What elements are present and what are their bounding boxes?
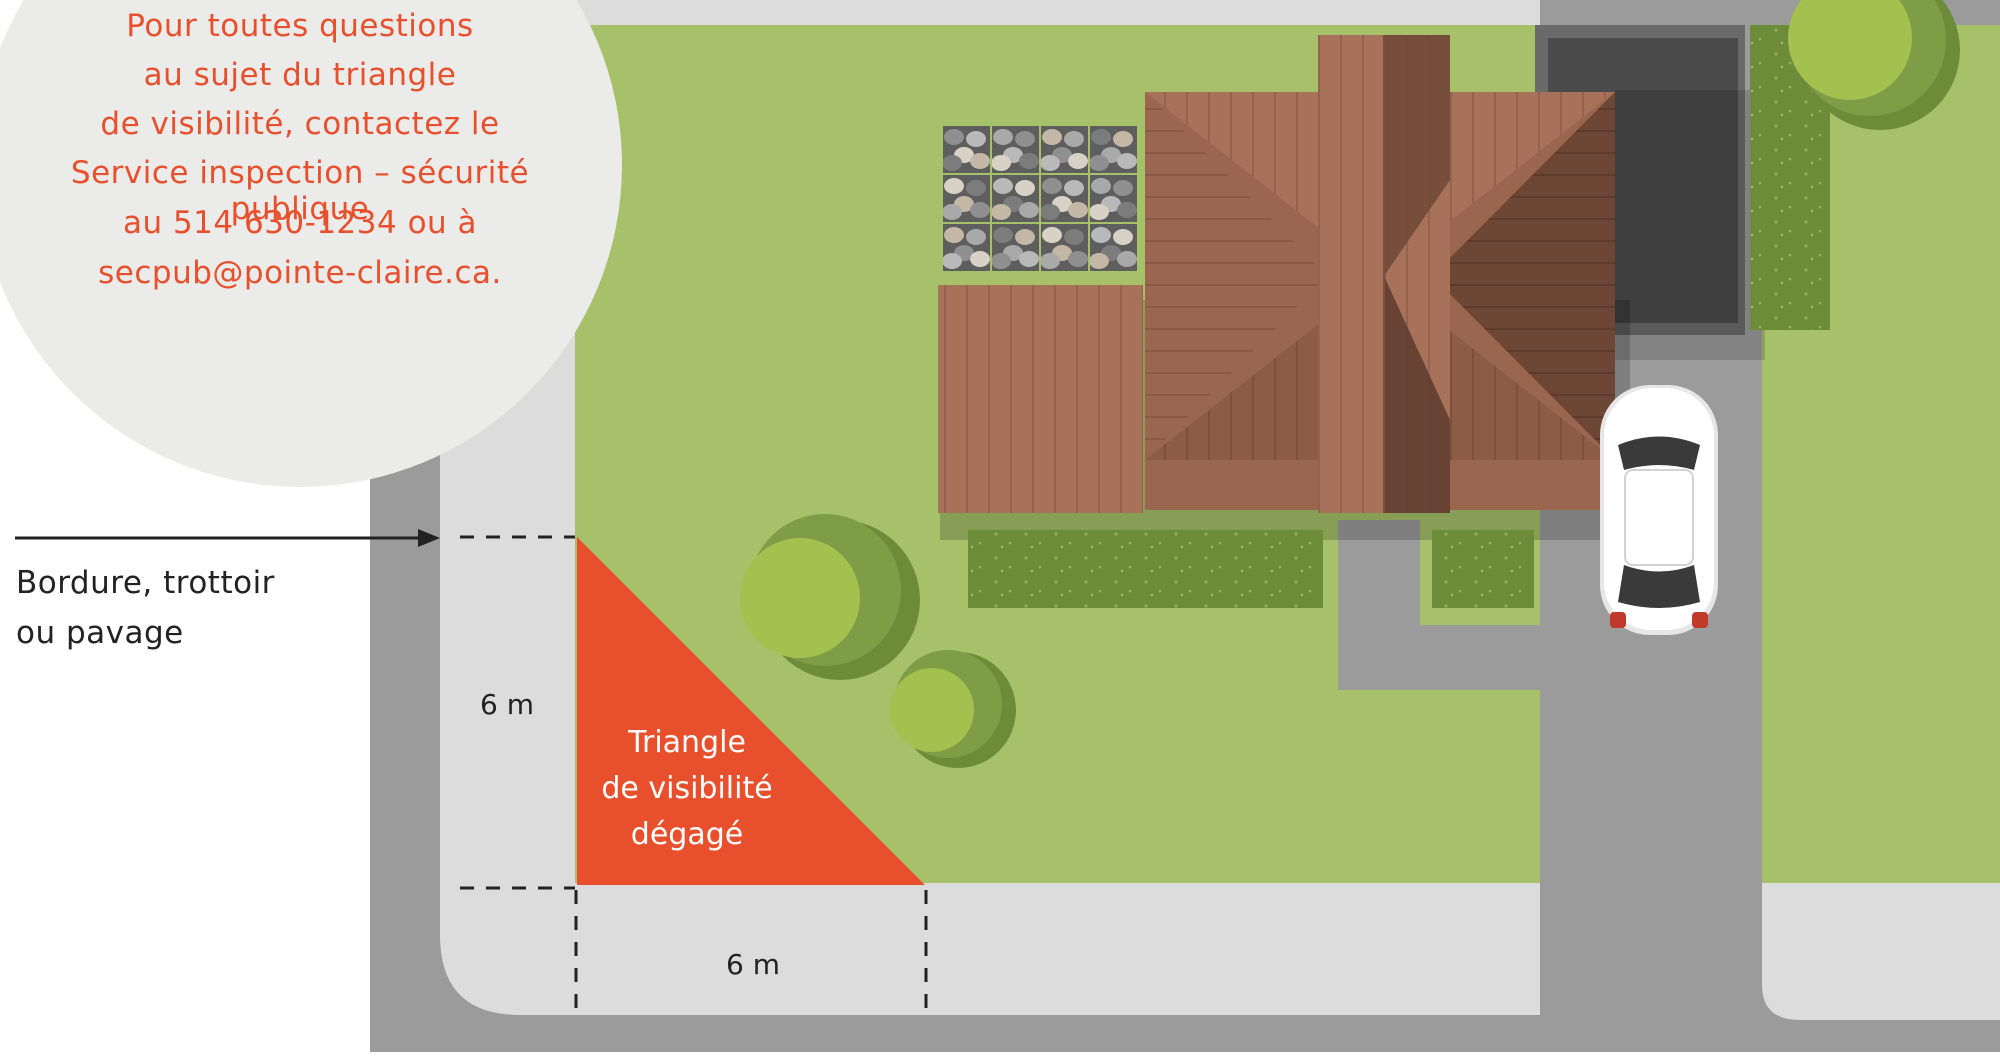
curb-label-line-1: Bordure, trottoir — [16, 565, 275, 601]
tree-icon — [1788, 0, 1960, 130]
triangle-label-line-3: dégagé — [630, 817, 744, 852]
tree-icon — [740, 514, 920, 680]
dimension-lines — [460, 535, 928, 1010]
info-bubble — [0, 0, 622, 487]
hedge-front-right — [1432, 530, 1534, 608]
info-line-1: Pour toutes questions — [126, 8, 474, 44]
hedge-front-left — [968, 530, 1323, 608]
dimension-vertical-label: 6 m — [480, 688, 534, 721]
garage-shadow — [1615, 90, 1765, 360]
car-icon — [1600, 385, 1718, 635]
house-roof-icon — [938, 35, 1615, 513]
dimension-horizontal-label: 6 m — [726, 948, 780, 981]
visibility-triangle — [577, 537, 925, 885]
info-line-2: au sujet du triangle — [143, 57, 457, 93]
info-line-4: Service inspection – sécurité publique — [70, 155, 530, 227]
info-line-3: de visibilité, contactez le — [100, 106, 500, 142]
info-line-5: au 514 630-1234 ou à — [122, 205, 478, 241]
arrow-right-icon — [15, 529, 440, 547]
triangle-label-line-2: de visibilité — [601, 771, 773, 806]
stone-patio-icon — [941, 124, 1139, 273]
curb-label-line-2: ou pavage — [16, 615, 184, 651]
info-line-6: secpub@pointe-claire.ca. — [98, 255, 502, 291]
tree-icon — [890, 650, 1016, 768]
walkway — [1338, 520, 1540, 690]
triangle-label-line-1: Triangle — [628, 725, 746, 760]
